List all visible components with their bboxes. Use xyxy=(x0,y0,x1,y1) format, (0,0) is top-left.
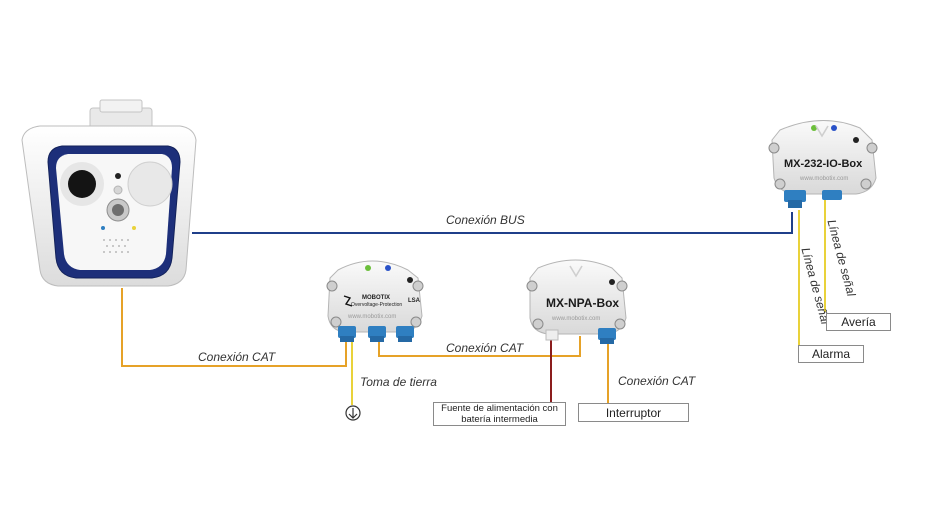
lsa-code-text: LSA xyxy=(408,298,421,304)
lsa-brand-text: MOBOTIX xyxy=(362,295,390,301)
camera-lens-left xyxy=(68,170,96,198)
ground-label: Toma de tierra xyxy=(360,375,437,389)
bus-line xyxy=(192,212,793,234)
cat-connection-label-right: Conexión CAT xyxy=(618,374,696,388)
lsa-overvoltage-box: MOBOTIX Overvoltage-Protection LSA www.m… xyxy=(326,260,424,342)
npa-name-text: MX-NPA-Box xyxy=(546,296,619,310)
io-name-text: MX-232-IO-Box xyxy=(784,158,863,170)
ground-symbol-icon xyxy=(345,405,361,421)
mx-npa-box: MX-NPA-Box www.mobotix.com xyxy=(526,259,628,344)
cat-line-camera-to-lsa xyxy=(121,288,347,367)
power-supply-line2: batería intermedia xyxy=(461,414,538,425)
lsa-web-text: www.mobotix.com xyxy=(347,314,396,320)
cat-connection-label-left: Conexión CAT xyxy=(198,350,276,364)
io-web-text: www.mobotix.com xyxy=(799,176,848,182)
power-supply-line1: Fuente de alimentación con xyxy=(441,403,558,414)
mx-232-io-box: MX-232-IO-Box www.mobotix.com xyxy=(768,120,878,208)
switch-box: Interruptor xyxy=(578,403,689,422)
lsa-name-text: Overvoltage-Protection xyxy=(351,302,402,308)
power-supply-box: Fuente de alimentación con batería inter… xyxy=(433,402,566,426)
fault-box: Avería xyxy=(826,313,891,331)
cat-connection-label-middle: Conexión CAT xyxy=(446,341,524,355)
npa-web-text: www.mobotix.com xyxy=(551,316,600,322)
bus-connection-label: Conexión BUS xyxy=(446,213,525,227)
alarm-box: Alarma xyxy=(798,345,864,363)
cat-line-lsa-to-npa xyxy=(378,336,581,357)
camera-device xyxy=(21,99,197,287)
